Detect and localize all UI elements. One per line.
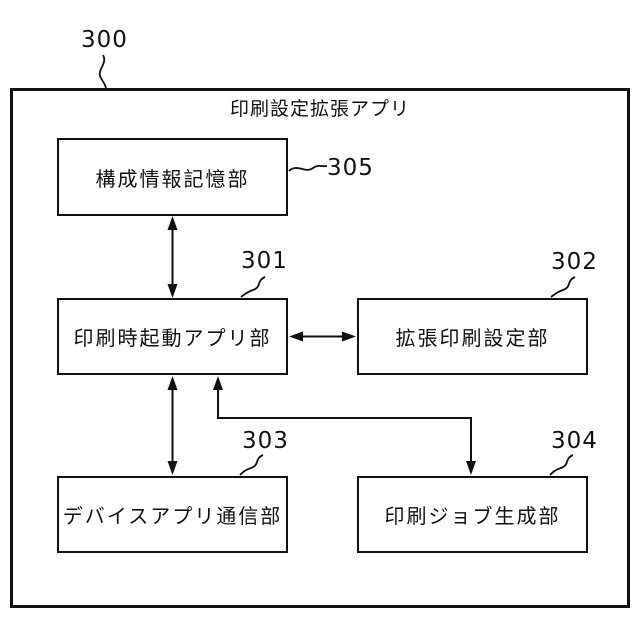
ref-label-301: 301 [241,248,288,274]
block-304-print-job-generation: 印刷ジョブ生成部 [357,476,588,553]
block-304-label: 印刷ジョブ生成部 [384,504,561,528]
outer-box-title: 印刷設定拡張アプリ [229,98,410,120]
ref-label-305: 305 [327,155,374,181]
block-303-label: デバイスアプリ通信部 [62,504,283,528]
block-305-config-info-storage: 構成情報記憶部 [57,138,288,216]
ref-label-303: 303 [242,428,289,454]
block-301-print-launch-app: 印刷時起動アプリ部 [57,298,288,375]
block-302-extended-print-setting: 拡張印刷設定部 [357,298,588,375]
ref-label-304: 304 [551,428,598,454]
block-305-label: 構成情報記憶部 [95,166,250,191]
block-303-device-app-communication: デバイスアプリ通信部 [57,476,288,553]
ref-label-300: 300 [81,27,128,53]
block-302-label: 拡張印刷設定部 [395,326,550,350]
leader-line-300 [98,54,107,89]
block-301-label: 印刷時起動アプリ部 [73,326,272,350]
ref-label-302: 302 [551,249,598,275]
